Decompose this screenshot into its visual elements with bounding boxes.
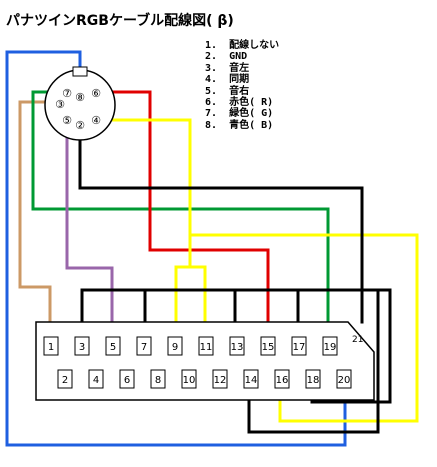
legend-item: 7. 緑色( G) [205,108,274,120]
din-pin-label: ⑧ [75,91,85,104]
wire-yellow [94,118,419,423]
scart-top-pin [198,336,214,356]
scart-bottom-pin-label: 10 [183,375,196,386]
scart-top-pin-label: 3 [79,342,85,353]
scart-top-pin-label: 1 [48,342,54,353]
din-pin-label: ④ [91,114,101,127]
din-notch [72,66,88,77]
scart-bottom-pin-label: 14 [245,375,258,386]
din-pin-label: ⑦ [62,87,72,100]
wire-tan [18,100,62,339]
scart-pin21-label: 21 [352,335,363,345]
scart-bottom-pin-label: 12 [214,375,227,386]
scart-top-pin [167,336,183,356]
scart-top-pin [322,336,338,356]
pin-legend: 1. 配線しない 2. GND 3. 音左 4. 同期 5. 音右 6. 赤色(… [205,40,279,131]
scart-bottom-pin-label: 8 [155,375,161,386]
scart-top-pin-label: 17 [293,342,306,353]
scart-bottom-pin [119,369,135,389]
scart-bottom-pin-label: 16 [276,375,289,386]
legend-item: 6. 赤色( R) [205,97,274,109]
legend-item: 3. 音左 [205,62,250,74]
din-pin-label: ⑥ [91,87,101,100]
scart-bottom-pin [274,369,290,389]
legend-item: 1. 配線しない [205,40,280,51]
scart-bottom-pin-label: 2 [62,375,68,386]
wire-red [94,90,270,339]
scart-top-pin [291,336,307,356]
scart-bottom-pin [336,369,352,389]
scart-top-pin-label: 5 [110,342,116,353]
scart-top-pin [229,336,245,356]
wire-green [31,90,330,339]
scart-top-pin [43,336,59,356]
scart-bottom-pin [305,369,321,389]
diagram-title: パナツインRGBケーブル配線図( β) [6,13,234,29]
scart-top-pin [105,336,121,356]
scart-bottom-row: 2 4 6 8 10 12 14 16 18 20 [57,369,352,389]
scart-top-pin-label: 9 [172,342,178,353]
scart-top-pin [136,336,152,356]
scart-bottom-pin [181,369,197,389]
wire-black [78,125,364,324]
legend-item: 4. 同期 [205,74,250,86]
din-pin-label: ③ [55,98,65,111]
scart-top-pin-label: 19 [324,342,337,353]
scart-top-pin [260,336,276,356]
wire-purple [65,118,114,339]
scart-body [35,321,375,401]
scart-bottom-pin-label: 18 [307,375,320,386]
din-connector: ⑦ ⑧ ⑥ ③ ⑤ ② ④ [44,66,116,141]
scart-bottom-pin [212,369,228,389]
scart-bottom-pin-label: 6 [124,375,130,386]
scart-bottom-pin [88,369,104,389]
din-pin-label: ⑤ [62,114,72,127]
din-pin-label: ② [75,119,85,132]
scart-top-pin-label: 11 [200,342,213,353]
legend-item: 5. 音右 [205,85,250,97]
scart-bottom-pin-label: 20 [338,375,351,386]
scart-top-pin-label: 7 [141,342,147,353]
scart-bottom-pin [57,369,73,389]
scart-bottom-pin [243,369,259,389]
scart-top-pin-label: 13 [231,342,244,353]
scart-top-pin [74,336,90,356]
legend-item: 2. GND [205,51,248,63]
legend-item: 8. 青色( B) [205,119,274,131]
wire-black-return [247,288,380,434]
scart-top-pin-label: 15 [262,342,275,353]
scart-bottom-pin-label: 4 [93,375,99,386]
scart-bottom-pin [150,369,166,389]
